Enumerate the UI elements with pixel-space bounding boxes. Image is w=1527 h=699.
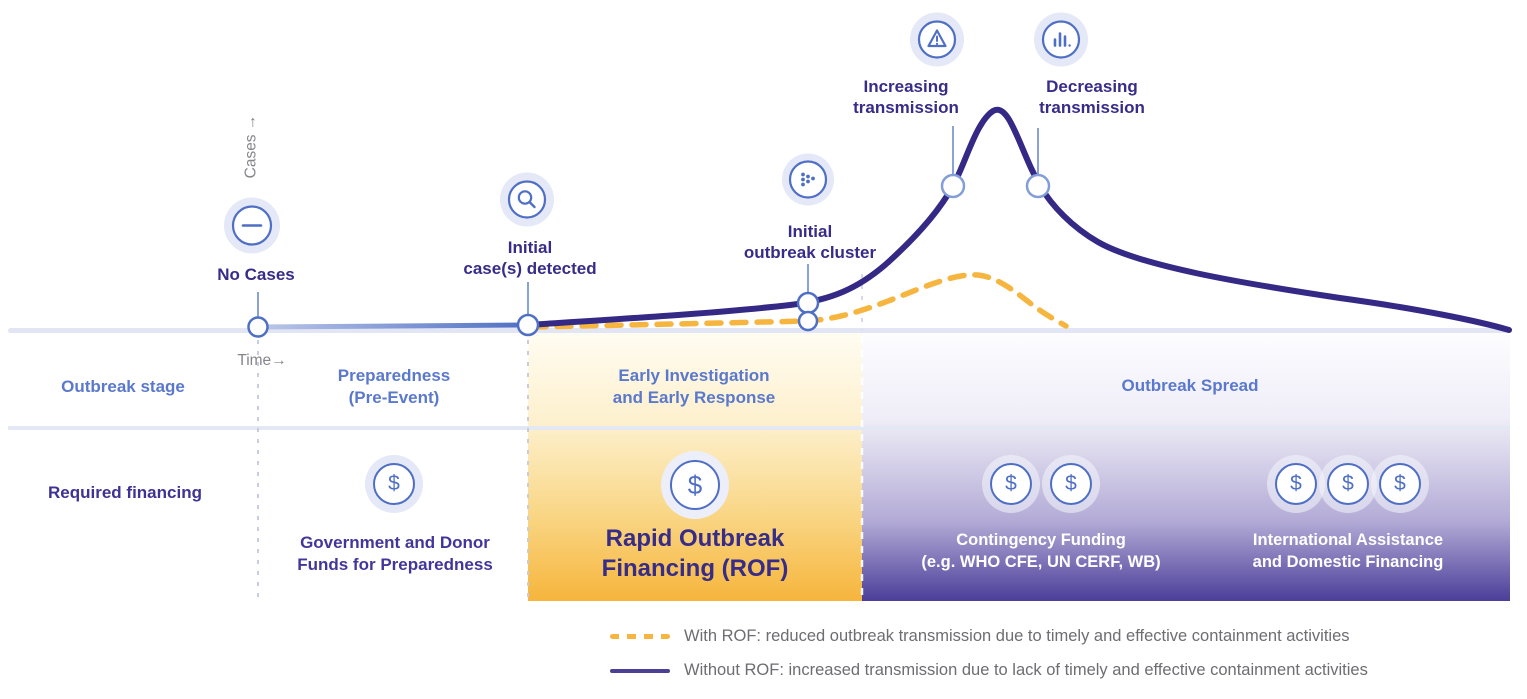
- dollar-glyph: $: [1342, 472, 1354, 495]
- no-cases-label: No Cases: [217, 265, 295, 284]
- marker-cluster-dashed: [797, 310, 819, 332]
- marker-cluster-solid: [796, 291, 820, 315]
- stage-preparedness: Preparedness (Pre-Event): [337, 366, 451, 407]
- rof-label: Rapid Outbreak Financing (ROF): [601, 525, 789, 582]
- decreasing-transmission-label: Decreasing transmission: [1039, 77, 1145, 117]
- marker-initial-cases: [516, 313, 540, 337]
- legend-without-rof: Without ROF: increased transmission due …: [684, 661, 1368, 679]
- legend-with-rof: With ROF: reduced outbreak transmission …: [684, 627, 1350, 645]
- warning-triangle-icon: [906, 9, 968, 76]
- dollar-icon: $: [373, 463, 415, 505]
- stage-outbreak-spread: Outbreak Spread: [1121, 376, 1259, 395]
- dollar-icon: $: [1050, 463, 1092, 505]
- dollar-icon: $: [1327, 463, 1369, 505]
- dollar-icon: $: [990, 463, 1032, 505]
- dollar-glyph: $: [388, 472, 400, 495]
- search-icon: [496, 169, 558, 236]
- stage-row-header: Outbreak stage: [61, 377, 185, 396]
- dollar-glyph: $: [687, 469, 703, 500]
- dollar-glyph: $: [1005, 472, 1017, 495]
- financing-row-header: Required financing: [48, 483, 202, 502]
- marker-increasing: [940, 173, 966, 199]
- dollar-icon: $: [1275, 463, 1317, 505]
- pre-event-segment: [255, 322, 531, 330]
- marker-no-cases: [247, 316, 269, 338]
- legend-solid-swatch: [610, 669, 670, 673]
- dollar-glyph: $: [1394, 472, 1406, 495]
- cluster-dots-icon: [778, 150, 838, 215]
- stage-early-investigation: Early Investigation and Early Response: [612, 366, 776, 407]
- financing-international-label: International Assistance and Domestic Fi…: [1252, 531, 1444, 571]
- initial-cases-label: Initial case(s) detected: [463, 238, 597, 278]
- dollar-icon: $: [670, 460, 720, 510]
- time-arrow-icon: →: [271, 352, 287, 369]
- outbreak-cluster-label: Initial outbreak cluster: [743, 222, 877, 262]
- time-axis-label: Time→: [237, 352, 287, 369]
- cases-axis-label: Cases →: [243, 104, 260, 190]
- marker-decreasing: [1025, 173, 1051, 199]
- cases-axis-arrow-icon: →: [242, 114, 260, 131]
- legend-dashed-swatch: [610, 634, 670, 639]
- bar-chart-icon: [1030, 9, 1092, 76]
- no-cases-icon: [220, 194, 284, 263]
- financing-preparedness-label: Government and Donor Funds for Preparedn…: [297, 533, 493, 574]
- with-rof-curve: [529, 272, 1069, 330]
- dollar-glyph: $: [1065, 472, 1077, 495]
- dollar-glyph: $: [1290, 472, 1302, 495]
- increasing-transmission-label: Increasing transmission: [853, 77, 959, 117]
- financing-contingency-label: Contingency Funding (e.g. WHO CFE, UN CE…: [921, 531, 1161, 571]
- dollar-icon: $: [1379, 463, 1421, 505]
- cases-axis-text: Cases: [242, 134, 260, 179]
- without-rof-curve: [525, 106, 1512, 333]
